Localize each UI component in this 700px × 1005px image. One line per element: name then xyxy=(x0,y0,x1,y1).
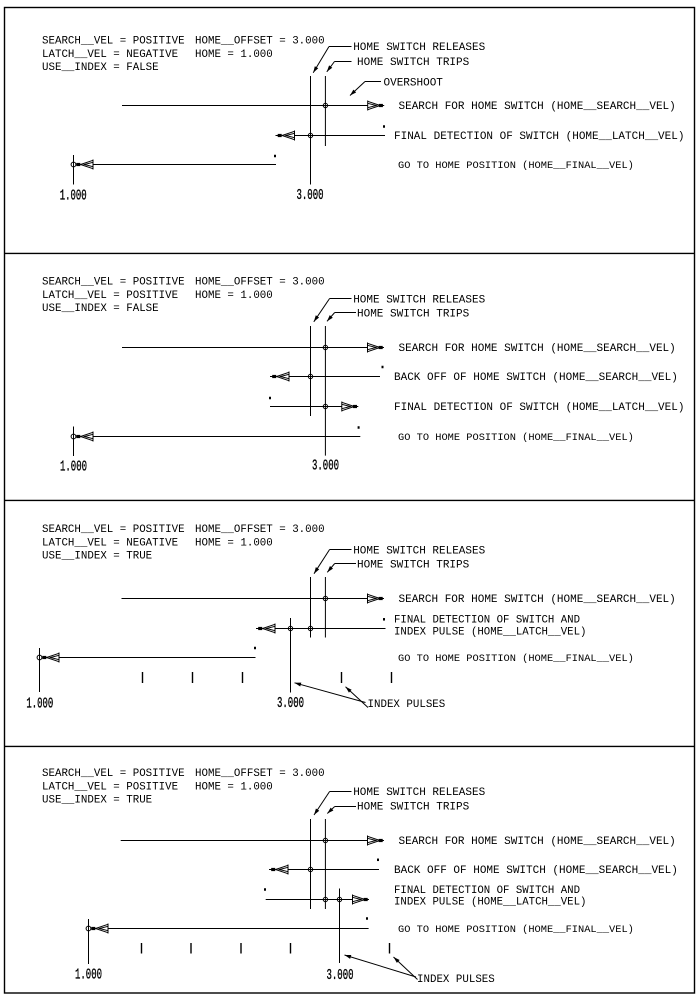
svg-text:USE__INDEX = TRUE: USE__INDEX = TRUE xyxy=(42,795,152,807)
svg-text:HOME = 1.000: HOME = 1.000 xyxy=(195,290,273,302)
svg-text:SEARCH__VEL = POSITIVE: SEARCH__VEL = POSITIVE xyxy=(42,524,185,536)
svg-text:INDEX PULSE (HOME__LATCH__VEL): INDEX PULSE (HOME__LATCH__VEL) xyxy=(394,897,586,909)
svg-text:1.000: 1.000 xyxy=(26,695,53,712)
svg-text:FINAL DETECTION OF SWITCH (HOM: FINAL DETECTION OF SWITCH (HOME__LATCH__… xyxy=(394,131,684,143)
svg-text:BACK OFF OF HOME SWITCH (HOME_: BACK OFF OF HOME SWITCH (HOME__SEARCH__V… xyxy=(394,865,678,877)
svg-text:HOME SWITCH RELEASES: HOME SWITCH RELEASES xyxy=(353,295,485,307)
svg-text:GO TO HOME POSITION (HOME__FIN: GO TO HOME POSITION (HOME__FINAL__VEL) xyxy=(398,924,634,936)
svg-text:USE__INDEX = TRUE: USE__INDEX = TRUE xyxy=(42,551,152,563)
svg-text:HOME = 1.000: HOME = 1.000 xyxy=(195,49,273,61)
svg-text:HOME SWITCH RELEASES: HOME SWITCH RELEASES xyxy=(353,545,485,557)
svg-text:GO TO HOME POSITION (HOME__FIN: GO TO HOME POSITION (HOME__FINAL__VEL) xyxy=(398,160,634,172)
svg-text:3.000: 3.000 xyxy=(327,967,354,984)
svg-text:HOME SWITCH RELEASES: HOME SWITCH RELEASES xyxy=(353,787,485,799)
svg-text:HOME__OFFSET = 3.000: HOME__OFFSET = 3.000 xyxy=(195,277,325,289)
svg-text:GO TO HOME POSITION (HOME__FIN: GO TO HOME POSITION (HOME__FINAL__VEL) xyxy=(398,653,634,665)
svg-text:GO TO HOME POSITION (HOME__FIN: GO TO HOME POSITION (HOME__FINAL__VEL) xyxy=(398,432,634,444)
svg-text:INDEX PULSES: INDEX PULSES xyxy=(417,974,495,986)
svg-text:OVERSHOOT: OVERSHOOT xyxy=(384,77,444,89)
svg-text:3.000: 3.000 xyxy=(277,695,304,712)
svg-text:FINAL DETECTION OF SWITCH AND: FINAL DETECTION OF SWITCH AND xyxy=(394,885,580,897)
svg-text:HOME__OFFSET = 3.000: HOME__OFFSET = 3.000 xyxy=(195,768,325,780)
svg-text:SEARCH__VEL = POSITIVE: SEARCH__VEL = POSITIVE xyxy=(42,768,185,780)
svg-text:HOME__OFFSET = 3.000: HOME__OFFSET = 3.000 xyxy=(195,36,325,48)
svg-text:HOME SWITCH RELEASES: HOME SWITCH RELEASES xyxy=(353,42,485,54)
svg-text:SEARCH FOR HOME SWITCH (HOME__: SEARCH FOR HOME SWITCH (HOME__SEARCH__VE… xyxy=(399,101,676,113)
svg-text:SEARCH FOR HOME SWITCH (HOME__: SEARCH FOR HOME SWITCH (HOME__SEARCH__VE… xyxy=(399,594,676,606)
svg-text:1.000: 1.000 xyxy=(75,967,102,984)
svg-text:HOME__OFFSET = 3.000: HOME__OFFSET = 3.000 xyxy=(195,524,325,536)
svg-text:USE__INDEX = FALSE: USE__INDEX = FALSE xyxy=(42,62,159,74)
svg-text:SEARCH FOR HOME SWITCH (HOME__: SEARCH FOR HOME SWITCH (HOME__SEARCH__VE… xyxy=(399,836,676,848)
svg-text:HOME SWITCH TRIPS: HOME SWITCH TRIPS xyxy=(357,309,470,321)
svg-text:USE__INDEX = FALSE: USE__INDEX = FALSE xyxy=(42,303,159,315)
svg-text:1.000: 1.000 xyxy=(60,187,87,204)
svg-text:INDEX PULSE (HOME__LATCH__VEL): INDEX PULSE (HOME__LATCH__VEL) xyxy=(394,626,586,638)
svg-text:3.000: 3.000 xyxy=(297,187,324,204)
svg-text:3.000: 3.000 xyxy=(312,458,339,475)
svg-text:FINAL DETECTION OF SWITCH AND: FINAL DETECTION OF SWITCH AND xyxy=(394,614,580,626)
svg-text:HOME SWITCH TRIPS: HOME SWITCH TRIPS xyxy=(357,801,470,813)
svg-text:SEARCH__VEL = POSITIVE: SEARCH__VEL = POSITIVE xyxy=(42,36,185,48)
svg-text:HOME = 1.000: HOME = 1.000 xyxy=(195,781,273,793)
svg-text:HOME SWITCH TRIPS: HOME SWITCH TRIPS xyxy=(357,57,470,69)
svg-text:1.000: 1.000 xyxy=(60,458,87,475)
svg-text:LATCH__VEL = NEGATIVE: LATCH__VEL = NEGATIVE xyxy=(42,537,178,549)
svg-text:LATCH__VEL = NEGATIVE: LATCH__VEL = NEGATIVE xyxy=(42,49,178,61)
svg-text:SEARCH FOR HOME SWITCH (HOME__: SEARCH FOR HOME SWITCH (HOME__SEARCH__VE… xyxy=(399,343,676,355)
svg-text:LATCH__VEL = POSITIVE: LATCH__VEL = POSITIVE xyxy=(42,781,178,793)
svg-text:SEARCH__VEL = POSITIVE: SEARCH__VEL = POSITIVE xyxy=(42,277,185,289)
svg-text:LATCH__VEL = POSITIVE: LATCH__VEL = POSITIVE xyxy=(42,290,178,302)
svg-text:HOME SWITCH TRIPS: HOME SWITCH TRIPS xyxy=(357,560,470,572)
svg-text:BACK OFF OF HOME SWITCH (HOME_: BACK OFF OF HOME SWITCH (HOME__SEARCH__V… xyxy=(394,372,678,384)
svg-text:HOME = 1.000: HOME = 1.000 xyxy=(195,537,273,549)
svg-text:INDEX PULSES: INDEX PULSES xyxy=(368,699,446,711)
svg-text:FINAL DETECTION OF SWITCH (HOM: FINAL DETECTION OF SWITCH (HOME__LATCH__… xyxy=(394,402,684,414)
